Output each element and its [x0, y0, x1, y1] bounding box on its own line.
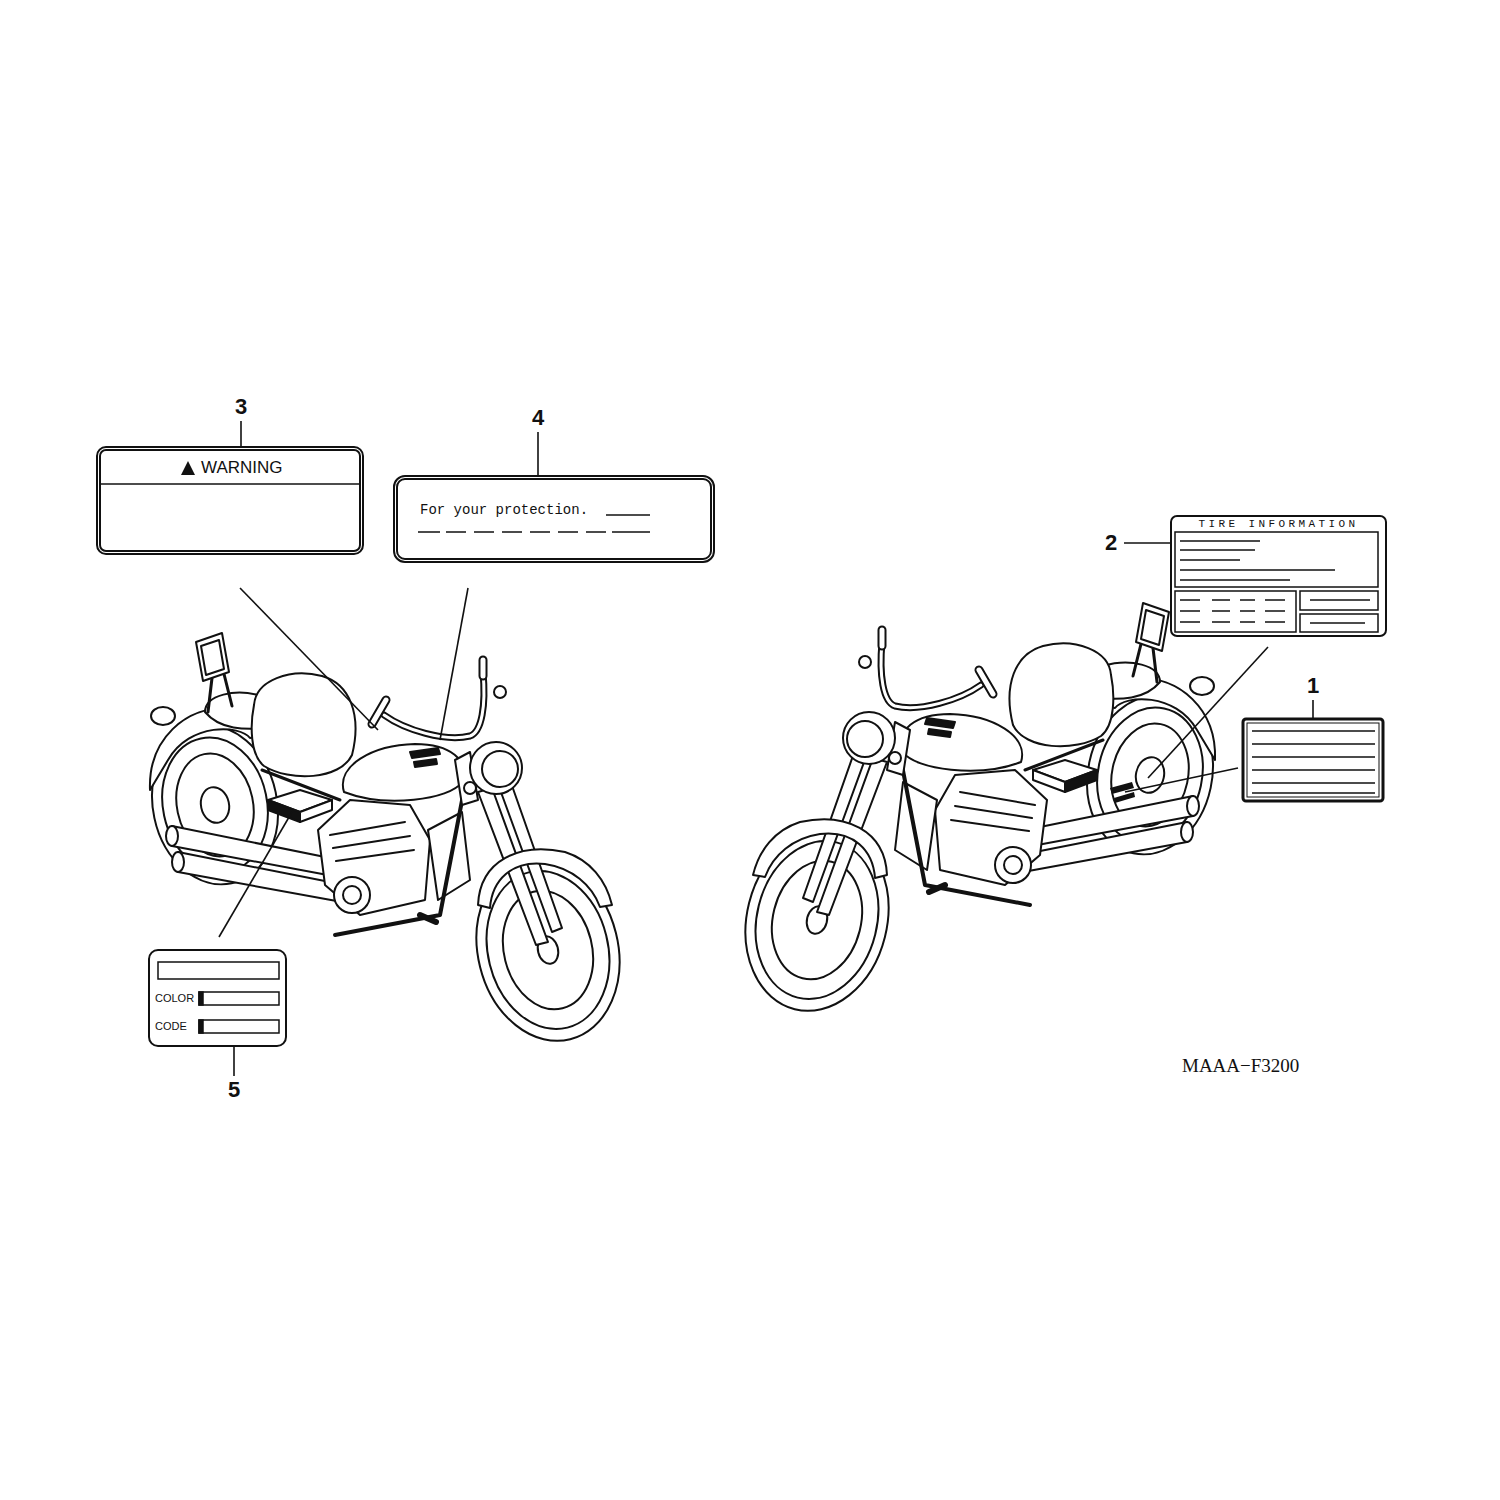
leader-line	[1148, 647, 1268, 778]
front-wheel	[458, 844, 638, 1056]
backrest-pad	[196, 633, 229, 681]
leader-line	[1124, 542, 1170, 544]
radiator	[428, 812, 470, 900]
label-text: CODE	[155, 1019, 187, 1033]
engine-cover	[343, 886, 361, 904]
tank-sticker	[414, 759, 437, 767]
turn-signal	[494, 686, 506, 698]
engine-fins	[330, 822, 414, 861]
leader-line	[219, 421, 1313, 1076]
color-code-fields	[199, 992, 203, 1005]
label-text: WARNING	[201, 458, 283, 478]
caution-label: For your protection.	[393, 475, 715, 563]
tire-label-panels	[1180, 600, 1285, 622]
leader-line	[537, 432, 539, 475]
swingarm-sticker	[1110, 782, 1135, 803]
label-text: COLOR	[155, 991, 194, 1005]
engine-cover	[334, 877, 370, 913]
leader-line	[240, 421, 242, 446]
blank-label	[1243, 719, 1383, 801]
seat	[252, 674, 356, 777]
leader-line	[440, 588, 468, 740]
headlight	[482, 751, 518, 787]
tire-label-panels	[1175, 532, 1378, 587]
warning-label: WARNING	[96, 446, 364, 555]
tire-label-panels	[1310, 599, 1370, 601]
handle-grip	[479, 660, 488, 676]
leader-line	[1312, 700, 1314, 719]
rear-wheel	[198, 784, 233, 825]
color-code-fields	[158, 962, 279, 979]
fuel-tank	[343, 744, 464, 801]
leader-line	[1125, 768, 1238, 792]
swingarm-sticker	[1110, 782, 1134, 794]
exhaust-pipe	[172, 852, 184, 872]
tire-label-panels	[1300, 591, 1378, 610]
warning-triangle	[181, 461, 195, 475]
leader-line	[219, 812, 292, 937]
side-cover	[268, 800, 300, 822]
callout-number: 3	[235, 394, 247, 420]
handle-grip	[372, 700, 386, 724]
color-code-fields	[199, 992, 279, 1005]
side-cover	[300, 800, 332, 822]
label-divider	[101, 483, 359, 485]
front-fender	[478, 849, 612, 908]
motorcycle-drawing	[727, 603, 1227, 1026]
label-text: TIRE INFORMATION	[1172, 518, 1385, 530]
backrest-pad	[201, 640, 224, 675]
color-code-label: COLOR CODE	[148, 949, 287, 1047]
callout-number: 4	[532, 405, 544, 431]
tire-label-panels	[1175, 591, 1296, 632]
tail-light	[151, 707, 175, 725]
footpeg	[420, 915, 436, 922]
callout-number: 1	[1307, 673, 1319, 699]
exhaust-pipe	[166, 826, 178, 846]
frame	[335, 785, 465, 935]
label-text-lines	[606, 514, 650, 516]
backrest-bar	[208, 674, 232, 712]
callout-number: 5	[228, 1077, 240, 1103]
drawing-code: MAAA−F3200	[1182, 1054, 1299, 1077]
tire-label-panels	[1310, 622, 1365, 624]
front-wheel	[458, 844, 638, 1056]
tire-label-panels	[1180, 541, 1335, 580]
tank-sticker	[410, 748, 440, 758]
handlebar	[384, 672, 484, 738]
tire-label-panels	[1300, 614, 1378, 632]
color-code-fields	[199, 1020, 279, 1033]
swingarm-sticker	[1114, 792, 1135, 803]
engine	[318, 800, 430, 915]
tire-information-label: TIRE INFORMATION	[1170, 515, 1387, 637]
handlebar	[384, 672, 484, 738]
turn-signal	[464, 782, 476, 794]
label-text: For your protection.	[420, 501, 588, 519]
color-code-fields	[199, 1020, 203, 1033]
label-text-lines	[418, 531, 650, 533]
blank-label	[1243, 719, 1383, 801]
blank-label	[1247, 723, 1379, 797]
tire-label-panels	[1175, 532, 1378, 632]
exhaust-pipe	[178, 852, 342, 902]
leader-line	[240, 588, 378, 730]
motorcycle-drawing	[138, 633, 638, 1056]
callout-number: 2	[1105, 530, 1117, 556]
handle-grip	[481, 660, 486, 676]
leader-line	[233, 1047, 235, 1076]
headlight	[470, 742, 522, 794]
handle-grip	[372, 700, 386, 724]
blank-label	[1252, 731, 1375, 793]
